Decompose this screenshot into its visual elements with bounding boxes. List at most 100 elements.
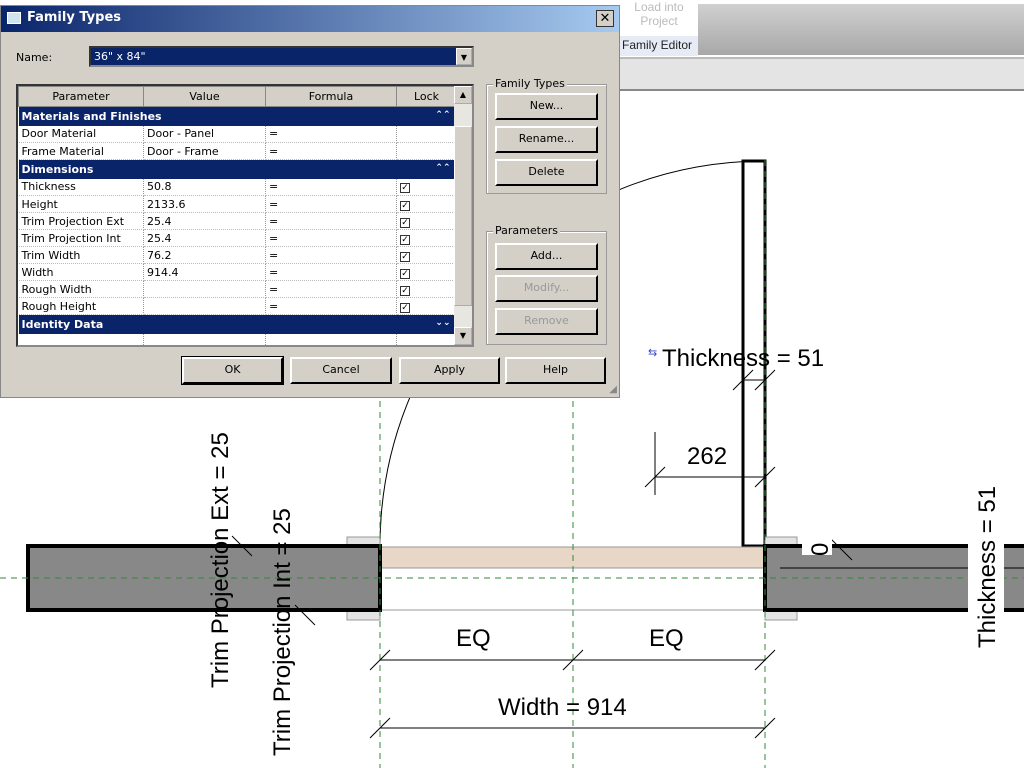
family-editor-tab[interactable]: Family Editor	[620, 36, 698, 56]
lock-cell[interactable]: ✓	[396, 246, 457, 264]
parameter-cell: Frame Material	[18, 142, 144, 160]
table-row[interactable]: Trim Projection Ext 25.4 = ✓	[18, 212, 457, 230]
lock-cell[interactable]: ✓	[396, 212, 457, 230]
apply-button[interactable]: Apply	[399, 357, 500, 384]
table-row[interactable]: Door Material Door - Panel =	[18, 125, 457, 143]
dim-zero-label[interactable]: 0	[807, 543, 834, 556]
help-button[interactable]: Help	[505, 357, 606, 384]
lock-checkbox[interactable]: ✓	[400, 183, 410, 194]
lock-checkbox[interactable]: ✓	[400, 268, 410, 279]
delete-button[interactable]: Delete	[495, 159, 598, 186]
thickness-top-label[interactable]: Thickness = 51	[662, 345, 824, 372]
value-cell[interactable]	[143, 297, 266, 315]
group-header[interactable]: Materials and Finishes⌃⌃	[18, 106, 457, 126]
ok-button[interactable]: OK	[181, 356, 284, 385]
trim-projection-int-label[interactable]: Trim Projection Int = 25	[269, 508, 296, 756]
group-header-row[interactable]: Dimensions⌃⌃	[18, 159, 457, 179]
lock-checkbox[interactable]: ✓	[400, 217, 410, 228]
lock-checkbox[interactable]: ✓	[400, 302, 410, 313]
lock-checkbox[interactable]: ✓	[400, 251, 410, 262]
table-row[interactable]: Height 2133.6 = ✓	[18, 195, 457, 213]
lock-cell[interactable]: ✓	[396, 263, 457, 281]
group-header[interactable]: Identity Data⌄⌄	[18, 314, 457, 334]
lock-cell[interactable]: ✓	[396, 229, 457, 247]
value-cell[interactable]: Door - Panel	[143, 125, 266, 143]
formula-cell[interactable]: =	[265, 195, 397, 213]
formula-cell[interactable]: =	[265, 246, 397, 264]
lock-checkbox[interactable]: ✓	[400, 285, 410, 296]
cancel-button[interactable]: Cancel	[290, 357, 392, 384]
formula-cell[interactable]: =	[265, 142, 397, 160]
value-cell[interactable]: 76.2	[143, 246, 266, 264]
column-header-parameter[interactable]: Parameter	[18, 86, 144, 107]
scroll-down-icon[interactable]: ▼	[454, 327, 472, 345]
lock-checkbox[interactable]: ✓	[400, 234, 410, 245]
group-header-row[interactable]: Identity Data⌄⌄	[18, 314, 457, 334]
formula-cell[interactable]: =	[265, 229, 397, 247]
trim-projection-ext-label[interactable]: Trim Projection Ext = 25	[207, 432, 234, 688]
lock-checkbox[interactable]: ✓	[400, 200, 410, 211]
eq-left-label[interactable]: EQ	[456, 625, 491, 652]
formula-cell[interactable]: =	[265, 297, 397, 315]
value-cell[interactable]: 50.8	[143, 178, 266, 196]
table-row[interactable]: Frame Material Door - Frame =	[18, 142, 457, 160]
dim-262-label[interactable]: 262	[687, 443, 727, 470]
table-row[interactable]: Rough Width = ✓	[18, 280, 457, 298]
chevron-down-icon[interactable]: ▼	[456, 48, 472, 65]
lock-cell[interactable]	[396, 125, 457, 143]
group-header-row[interactable]: Materials and Finishes⌃⌃	[18, 106, 457, 126]
table-row[interactable]: Trim Width 76.2 = ✓	[18, 246, 457, 264]
formula-cell[interactable]: =	[265, 263, 397, 281]
collapse-icon[interactable]: ⌃⌃	[435, 110, 451, 120]
add-parameter-button[interactable]: Add...	[495, 243, 598, 270]
lock-cell[interactable]	[396, 142, 457, 160]
formula-cell[interactable]: =	[265, 125, 397, 143]
lock-cell[interactable]: ✓	[396, 178, 457, 196]
value-cell[interactable]	[143, 280, 266, 298]
table-row[interactable]: Thickness 50.8 = ✓	[18, 178, 457, 196]
type-name-dropdown[interactable]: 36" x 84" ▼	[89, 46, 474, 67]
table-row[interactable]: Trim Projection Int 25.4 = ✓	[18, 229, 457, 247]
dialog-title: Family Types	[27, 10, 122, 25]
rename-button[interactable]: Rename...	[495, 126, 598, 153]
parameters-group-label: Parameters	[493, 224, 560, 237]
lock-cell[interactable]: ✓	[396, 195, 457, 213]
scroll-up-icon[interactable]: ▲	[454, 86, 472, 104]
door-leaf[interactable]	[741, 159, 767, 548]
thickness-right-label[interactable]: Thickness = 51	[974, 486, 1001, 648]
modify-parameter-button[interactable]: Modify...	[495, 275, 598, 302]
collapse-icon[interactable]: ⌃⌃	[435, 163, 451, 173]
value-cell[interactable]: 25.4	[143, 212, 266, 230]
width-dimension-label[interactable]: Width = 914	[498, 694, 627, 721]
new-button[interactable]: New...	[495, 93, 598, 120]
column-header-formula[interactable]: Formula	[265, 86, 397, 107]
formula-cell[interactable]: =	[265, 178, 397, 196]
formula-cell[interactable]: =	[265, 212, 397, 230]
remove-parameter-button[interactable]: Remove	[495, 308, 598, 335]
eq-right-label[interactable]: EQ	[649, 625, 684, 652]
column-header-value[interactable]: Value	[143, 86, 266, 107]
parameter-cell: Trim Projection Int	[18, 229, 144, 247]
expand-icon[interactable]: ⌄⌄	[435, 318, 451, 328]
value-cell[interactable]: Door - Frame	[143, 142, 266, 160]
value-cell[interactable]: 25.4	[143, 229, 266, 247]
load-into-project-button[interactable]: Load into Project	[620, 0, 698, 36]
close-button[interactable]: ✕	[596, 10, 614, 27]
column-header-lock[interactable]: Lock	[396, 86, 457, 107]
scrollbar-thumb[interactable]	[454, 126, 472, 306]
dialog-titlebar[interactable]: Family Types ✕	[1, 6, 619, 32]
value-cell[interactable]: 2133.6	[143, 195, 266, 213]
table-row[interactable]: Rough Height = ✓	[18, 297, 457, 315]
lock-cell[interactable]: ✓	[396, 280, 457, 298]
value-cell[interactable]: 914.4	[143, 263, 266, 281]
table-scrollbar[interactable]: ▲ ▼	[454, 86, 472, 345]
family-types-icon	[7, 12, 21, 24]
formula-cell[interactable]: =	[265, 280, 397, 298]
group-header[interactable]: Dimensions⌃⌃	[18, 159, 457, 179]
parameter-cell: Width	[18, 263, 144, 281]
lock-cell[interactable]: ✓	[396, 297, 457, 315]
table-row[interactable]: Width 914.4 = ✓	[18, 263, 457, 281]
resize-grip-icon[interactable]: ◢	[609, 384, 617, 395]
parameter-cell: Door Material	[18, 125, 144, 143]
